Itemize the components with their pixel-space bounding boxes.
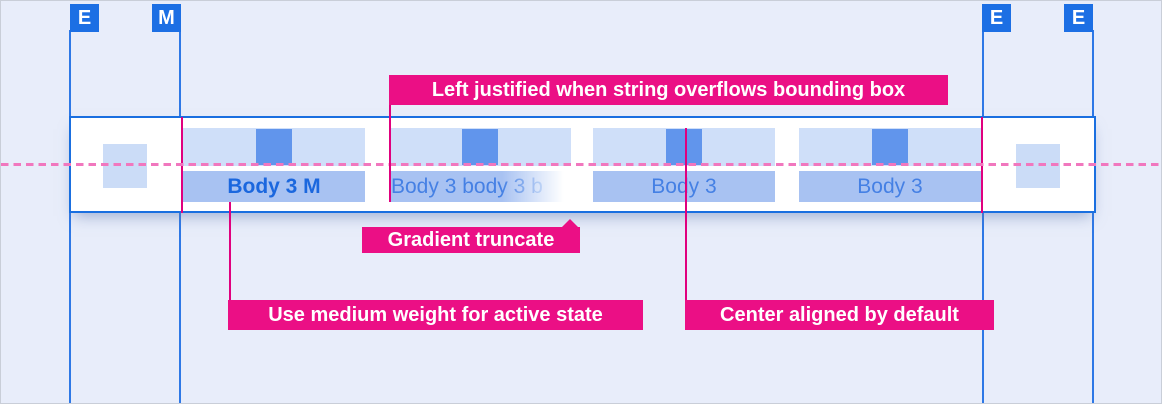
- tab-item[interactable]: Body 3: [799, 118, 981, 211]
- annotation-center-aligned: Center aligned by default: [685, 300, 994, 330]
- trailing-icon-placeholder: [1016, 144, 1060, 188]
- tab-icon-area: [389, 128, 571, 166]
- spacing-marker-e-right-outer: E: [1064, 4, 1093, 32]
- tab-label: Body 3: [593, 171, 775, 202]
- leading-icon-placeholder: [103, 144, 147, 188]
- annotation-medium-weight: Use medium weight for active state: [228, 300, 643, 330]
- tab-item[interactable]: Body 3: [593, 118, 775, 211]
- baseline-dashed-guide: [1, 163, 1161, 166]
- tab-icon-area: [183, 128, 365, 166]
- spacing-marker-m: M: [152, 4, 181, 32]
- guide-line-content-end: [982, 30, 984, 403]
- tab-label: Body 3 M: [183, 171, 365, 202]
- leader-line-medium-weight: [229, 202, 231, 300]
- annotation-gradient-truncate-text: Gradient truncate: [387, 229, 555, 251]
- tab-label: Body 3 body 3 b: [389, 171, 571, 202]
- tab-icon-area: [593, 128, 775, 166]
- tab-item-truncated[interactable]: Body 3 body 3 b: [389, 118, 571, 211]
- tab-icon-area: [799, 128, 981, 166]
- guide-line-left-edge: [69, 30, 71, 403]
- tab-item-active[interactable]: Body 3 M: [183, 118, 365, 211]
- tab-icon: [872, 129, 908, 165]
- tab-icon: [256, 129, 292, 165]
- annotation-left-justified: Left justified when string overflows bou…: [389, 75, 948, 105]
- leader-line-left-justified: [389, 105, 391, 202]
- spacing-marker-e-right-inner: E: [982, 4, 1011, 32]
- spacing-marker-e-left: E: [70, 4, 99, 32]
- guide-line-right-edge: [1092, 30, 1094, 403]
- tab-icon: [666, 129, 702, 165]
- annotation-gradient-truncate: Gradient truncate: [362, 219, 580, 253]
- tab-icon: [462, 129, 498, 165]
- guide-line-content-start: [179, 30, 181, 403]
- caret-up-icon: [562, 219, 578, 227]
- leader-line-center-aligned: [685, 128, 687, 300]
- tab-label: Body 3: [799, 171, 981, 202]
